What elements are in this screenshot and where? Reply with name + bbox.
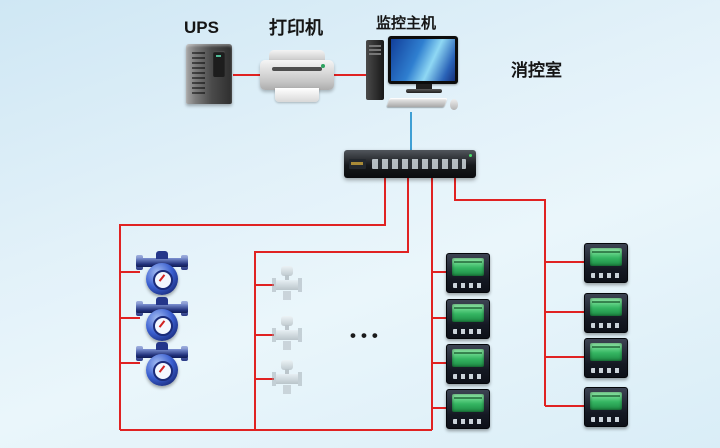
power-meter-screen — [590, 343, 622, 361]
valve-device — [272, 266, 302, 302]
power-meter-buttons — [591, 323, 621, 328]
meter-pipe — [136, 349, 188, 358]
power-meter — [446, 253, 490, 293]
pc-tower — [366, 40, 384, 100]
power-meter-screen — [452, 394, 484, 412]
power-meter — [446, 344, 490, 384]
valve-stem — [285, 275, 289, 281]
valve-flange — [272, 278, 276, 292]
printer-led — [321, 64, 325, 68]
meter-cap — [156, 251, 168, 259]
printer-device — [260, 50, 334, 104]
valve-device — [272, 316, 302, 352]
valve-device — [272, 360, 302, 396]
control-room-label: 消控室 — [511, 61, 562, 80]
meter-pipe — [136, 258, 188, 267]
meter-cap — [156, 342, 168, 350]
power-meter-screen — [452, 349, 484, 367]
power-meter — [584, 338, 628, 378]
meter-dial — [153, 316, 173, 336]
power-meter-screen — [452, 258, 484, 276]
power-meter-buttons — [453, 374, 483, 379]
power-meter-buttons — [453, 419, 483, 424]
power-meter-screen — [452, 304, 484, 322]
power-meter — [584, 293, 628, 333]
data-collector-switch — [344, 150, 476, 178]
valve-foot — [283, 341, 291, 350]
meter-cap — [156, 297, 168, 305]
monitor-host-device — [366, 36, 458, 112]
valve-flange — [272, 372, 276, 386]
ups-label: UPS — [184, 18, 219, 37]
valve-stem — [285, 325, 289, 331]
valve-body — [274, 330, 300, 340]
valve-flange — [298, 278, 302, 292]
valve-flange — [272, 328, 276, 342]
printer-paper-tray — [275, 88, 319, 102]
valve-flange — [298, 328, 302, 342]
ellipsis-dots: ••• — [350, 326, 383, 345]
power-meter-screen — [590, 392, 622, 410]
monitor-host-label: 监控主机 — [376, 15, 437, 32]
power-meter — [446, 389, 490, 429]
ups-front-panel — [213, 51, 225, 77]
valve-flange — [298, 372, 302, 386]
power-meter-buttons — [453, 329, 483, 334]
pc-mouse — [450, 99, 458, 110]
switch-ports — [372, 159, 466, 169]
valve-body — [274, 374, 300, 384]
valve-foot — [283, 385, 291, 394]
power-meter — [584, 387, 628, 427]
water-meter — [136, 341, 188, 387]
meter-dial — [153, 361, 173, 381]
monitor-stand — [416, 84, 432, 89]
power-meter-screen — [590, 298, 622, 316]
water-meter — [136, 250, 188, 296]
power-meter — [584, 243, 628, 283]
power-meter-buttons — [453, 283, 483, 288]
valve-body — [274, 280, 300, 290]
valve-stem — [285, 369, 289, 375]
valve-actuator — [281, 266, 293, 276]
power-meter-buttons — [591, 417, 621, 422]
power-meter-buttons — [591, 273, 621, 278]
meter-dial — [153, 270, 173, 290]
switch-led — [469, 154, 472, 157]
monitor-stand-base — [406, 89, 442, 93]
meter-pipe — [136, 304, 188, 313]
valve-foot — [283, 291, 291, 300]
valve-actuator — [281, 316, 293, 326]
switch-brand-plate — [349, 159, 366, 169]
printer-label: 打印机 — [269, 18, 323, 38]
printer-output-slot — [272, 67, 322, 71]
water-meter — [136, 296, 188, 342]
ups-vents — [192, 52, 205, 96]
pc-monitor — [388, 36, 458, 84]
power-meter-screen — [590, 248, 622, 266]
ups-device — [186, 44, 232, 104]
power-meter — [446, 299, 490, 339]
valve-actuator — [281, 360, 293, 370]
pc-monitor-screen — [391, 39, 455, 81]
pc-keyboard — [386, 98, 448, 107]
power-meter-buttons — [591, 368, 621, 373]
